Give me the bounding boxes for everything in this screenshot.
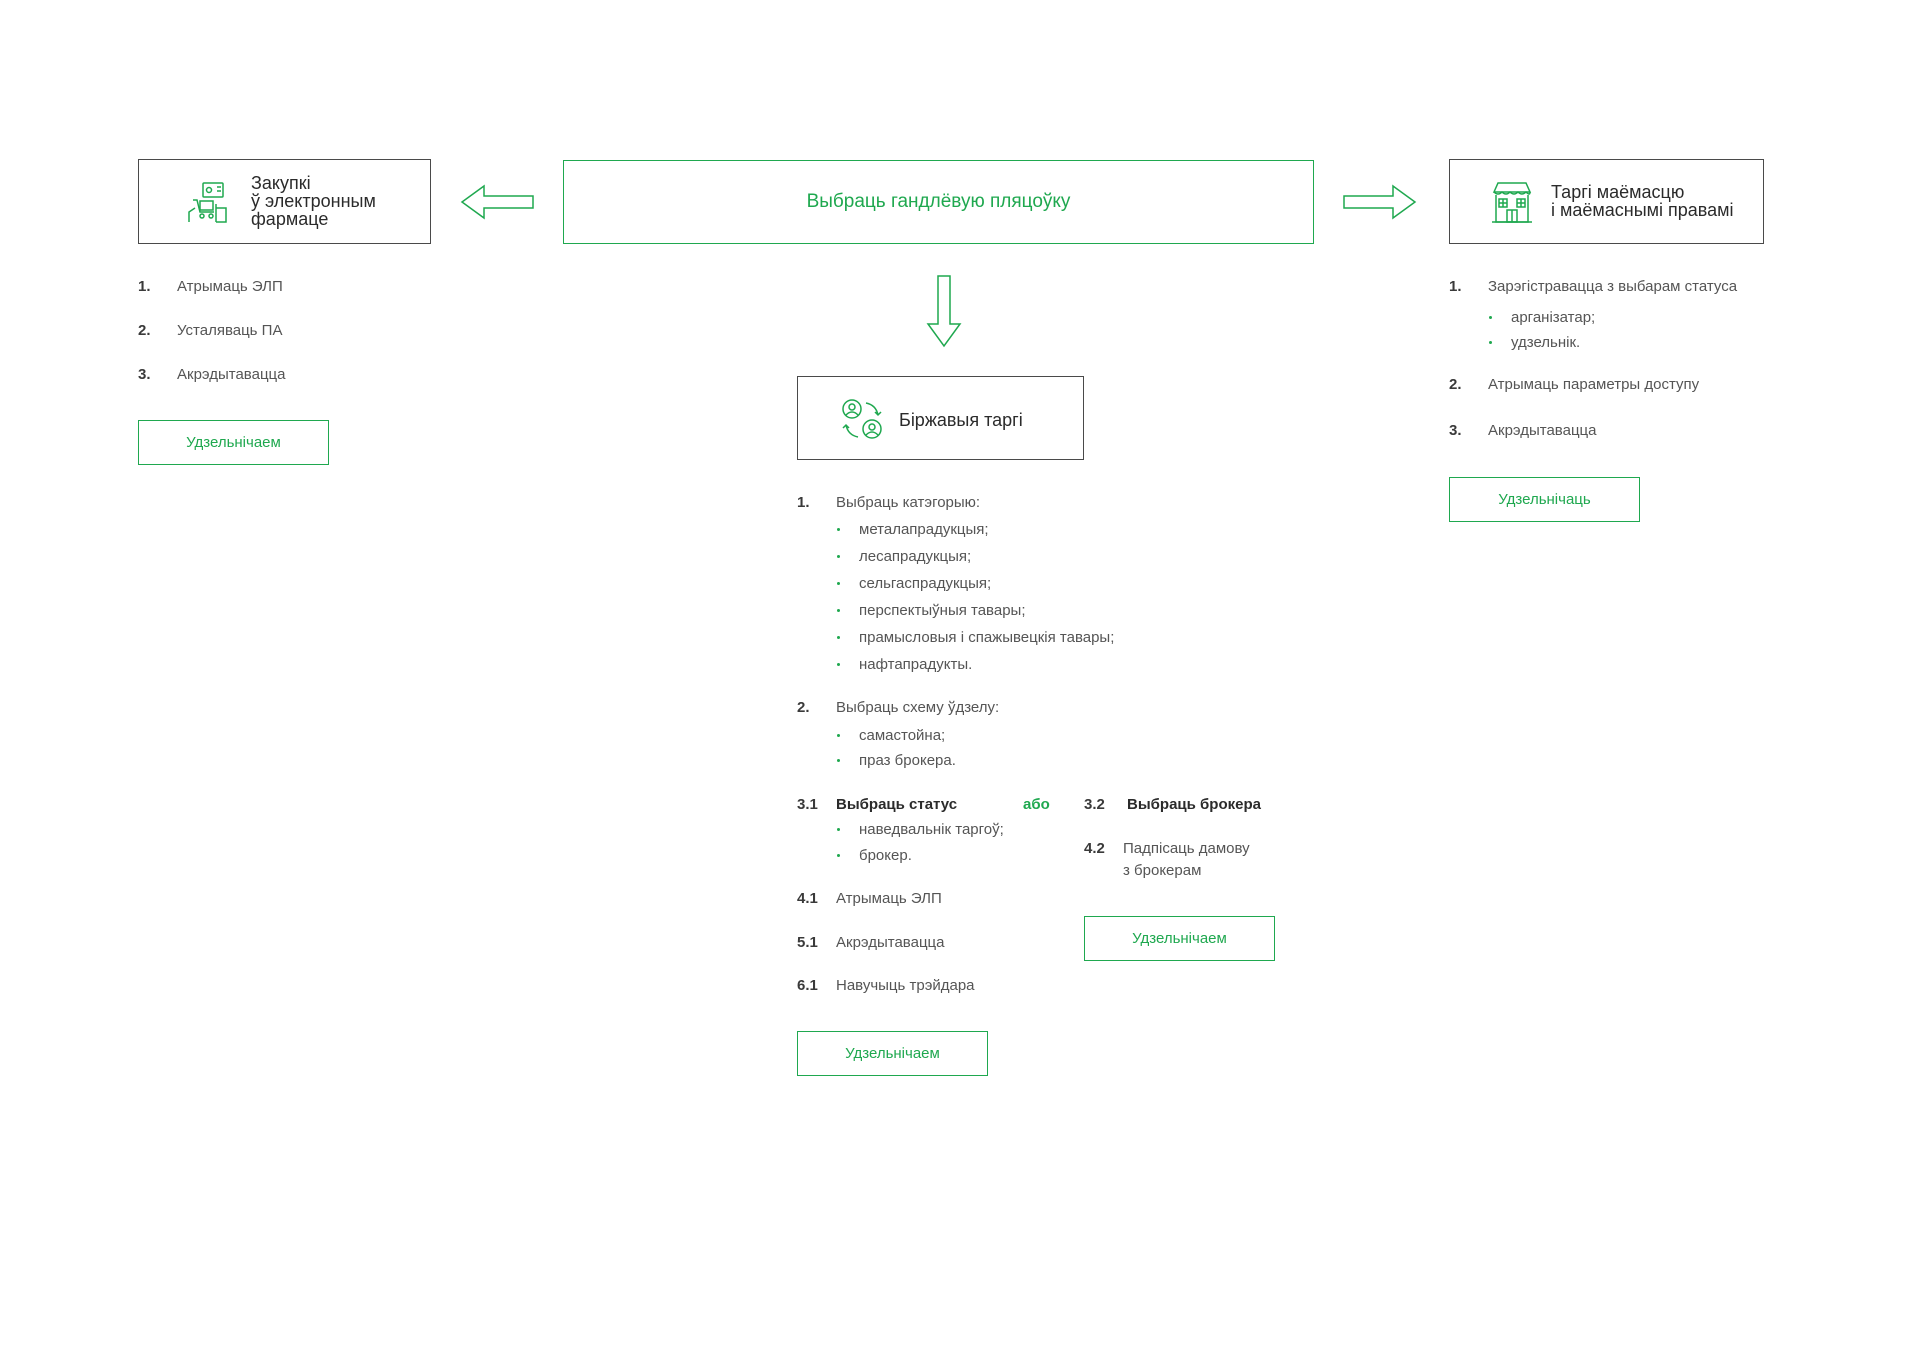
arrow-down-icon xyxy=(926,275,962,348)
property-title-line-2: і маёмаснымі правамі xyxy=(1551,200,1734,220)
platform-select-title: Выбраць гандлёвую пляцоўку xyxy=(806,191,1071,212)
procurement-icon xyxy=(188,182,227,223)
property-title-line-1: Таргі маёмасцю xyxy=(1551,182,1685,202)
platform-select-box: Выбраць гандлёвую пляцоўку xyxy=(563,160,1314,244)
left-participate-button[interactable]: Удзельнічаем xyxy=(138,420,329,465)
procurement-title-line-2: ў электронным xyxy=(251,191,376,211)
exchange-trading-box: Біржавыя таргі xyxy=(797,376,1084,460)
arrow-left-icon xyxy=(460,184,534,220)
building-icon xyxy=(1492,182,1532,223)
broker-participate-button[interactable]: Удзельнічаем xyxy=(1084,916,1275,961)
right-participate-button[interactable]: Удзельнічаць xyxy=(1449,477,1640,522)
arrow-right-icon xyxy=(1343,184,1417,220)
exchange-trading-title: Біржавыя таргі xyxy=(899,410,1023,430)
procurement-title-line-3: фармаце xyxy=(251,209,329,229)
or-label: або xyxy=(1023,796,1050,813)
electronic-procurement-box: Закупкі ў электронным фармаце xyxy=(138,159,431,244)
property-auction-box: Таргі маёмасцю і маёмаснымі правамі xyxy=(1449,159,1764,244)
exchange-users-icon xyxy=(842,399,882,439)
middle-participate-button[interactable]: Удзельнічаем xyxy=(797,1031,988,1076)
procurement-title-line-1: Закупкі xyxy=(251,173,311,193)
